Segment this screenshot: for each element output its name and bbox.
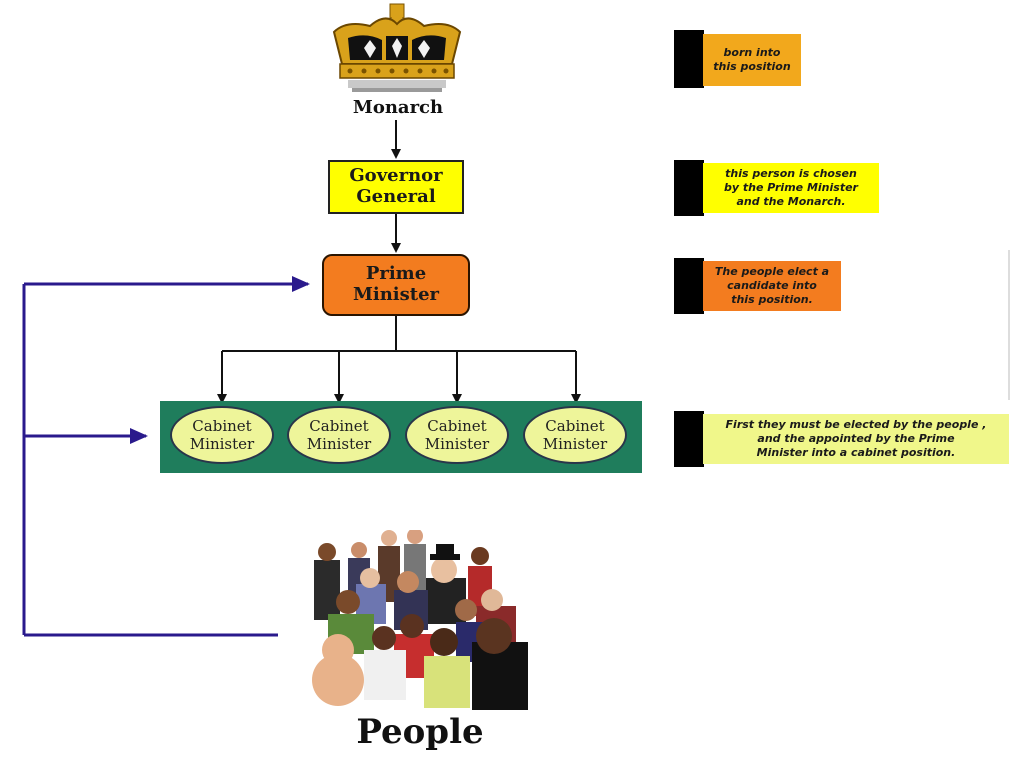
note-shadow-bar	[674, 258, 704, 314]
note-line: born into	[723, 46, 781, 60]
crown-icon	[332, 3, 462, 92]
note-line: Minister into a cabinet position.	[756, 445, 956, 459]
cabinet-minister-line-1: Cabinet	[309, 417, 369, 435]
note-line: candidate into	[727, 279, 817, 293]
note-cabinet-minister: First they must be elected by the people…	[703, 414, 1009, 464]
cabinet-minister-line-1: Cabinet	[192, 417, 252, 435]
note-shadow-bar	[674, 160, 704, 216]
note-line: this position	[713, 60, 791, 73]
note-line: and the appointed by the Prime	[757, 432, 955, 446]
governor-general-box: Governor General	[328, 160, 464, 214]
governor-general-line-1: Governor	[349, 165, 443, 187]
monarch-label: Monarch	[352, 97, 444, 118]
prime-minister-line-2: Minister	[352, 284, 440, 305]
note-line: by the Prime Minister	[724, 181, 858, 195]
cabinet-minister-line-1: Cabinet	[427, 417, 487, 435]
cabinet-minister-line-2: Minister	[542, 435, 608, 453]
cabinet-minister-line-2: Minister	[424, 435, 490, 453]
people-group-image	[312, 530, 528, 710]
note-line: First they must be elected by the people…	[725, 418, 987, 432]
note-line: this position.	[731, 292, 813, 306]
note-shadow-bar	[674, 30, 704, 88]
prime-minister-line-1: Prime	[365, 263, 427, 285]
note-line: The people elect a	[714, 265, 830, 279]
prime-minister-box: Prime Minister	[322, 254, 470, 316]
cabinet-minister-line-2: Minister	[189, 435, 255, 453]
governor-general-line-2: General	[356, 186, 436, 207]
people-label: People	[356, 712, 484, 752]
cabinet-minister-line-2: Minister	[306, 435, 372, 453]
note-line: this person is chosen	[725, 167, 857, 181]
note-line: and the Monarch.	[736, 194, 846, 208]
note-shadow-bar	[674, 411, 704, 467]
cabinet-minister-line-1: Cabinet	[545, 417, 605, 435]
